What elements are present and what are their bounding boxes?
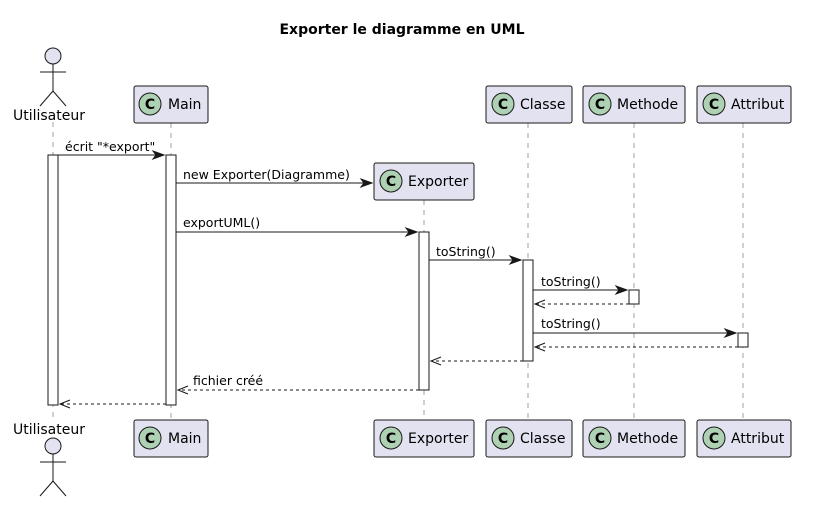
message-label: toString() <box>436 244 496 259</box>
message-label: exportUML() <box>183 215 260 230</box>
participant-methode-top: C Methode <box>582 85 686 124</box>
actor-label: Utilisateur <box>13 422 85 438</box>
message-label: toString() <box>541 274 601 289</box>
class-icon-letter: C <box>595 97 605 113</box>
message-label: new Exporter(Diagramme) <box>183 167 350 182</box>
participant-label: Main <box>168 97 201 113</box>
class-icon-letter: C <box>386 431 396 447</box>
participant-label: Exporter <box>408 431 468 447</box>
class-icon <box>702 426 726 450</box>
participant-classe-bottom: C Classe <box>485 419 573 458</box>
participant-methode-bottom: C Methode <box>582 419 686 458</box>
class-icon-letter: C <box>498 97 508 113</box>
class-icon <box>491 426 515 450</box>
participant-label: Classe <box>520 431 565 447</box>
activation-main <box>165 154 177 406</box>
class-icon <box>138 92 162 116</box>
class-icon <box>588 426 612 450</box>
class-icon-letter: C <box>709 97 719 113</box>
participant-label: Classe <box>520 97 565 113</box>
participant-label: Attribut <box>731 431 785 447</box>
class-icon-letter: C <box>145 97 155 113</box>
message-label: toString() <box>541 316 601 331</box>
participant-label: Main <box>168 431 201 447</box>
message-label: écrit "*export" <box>65 139 155 154</box>
message-methode-return <box>533 299 629 309</box>
message-classe-tostring: toString() <box>429 244 523 266</box>
class-icon <box>379 426 403 450</box>
participant-label: Attribut <box>731 97 785 113</box>
class-icon <box>491 92 515 116</box>
class-icon-letter: C <box>145 431 155 447</box>
participant-classe-top: C Classe <box>485 85 573 124</box>
actor-label: Utilisateur <box>13 108 85 124</box>
participant-label: Methode <box>617 431 678 447</box>
message-fichier-cree: fichier créé <box>176 373 419 395</box>
activation-exporter <box>418 231 430 391</box>
class-icon <box>588 92 612 116</box>
participant-main-top: C Main <box>133 85 209 124</box>
actor-head-icon <box>44 47 62 65</box>
actor-utilisateur-bottom: Utilisateur <box>13 422 85 497</box>
participant-main-bottom: C Main <box>133 419 209 458</box>
activation-utilisateur <box>47 154 59 406</box>
message-attribut-return <box>533 342 738 352</box>
activation-methode <box>628 289 640 305</box>
message-label: fichier créé <box>193 373 263 388</box>
participant-label: Exporter <box>408 174 468 190</box>
activation-classe <box>522 259 534 362</box>
participant-exporter-created: C Exporter <box>373 162 475 201</box>
class-icon <box>379 169 403 193</box>
class-icon <box>138 426 162 450</box>
class-icon-letter: C <box>709 431 719 447</box>
participant-label: Methode <box>617 97 678 113</box>
class-icon <box>702 92 726 116</box>
class-icon-letter: C <box>498 431 508 447</box>
message-main-return <box>58 399 166 409</box>
message-new-exporter: new Exporter(Diagramme) <box>176 167 374 189</box>
actor-head-icon <box>44 437 62 455</box>
actor-utilisateur-top: Utilisateur <box>13 47 85 124</box>
class-icon-letter: C <box>595 431 605 447</box>
message-classe-return <box>429 356 523 366</box>
activation-attribut <box>737 332 749 348</box>
message-attribut-tostring: toString() <box>533 316 738 339</box>
message-methode-tostring: toString() <box>533 274 629 296</box>
message-export-uml: exportUML() <box>176 215 419 238</box>
message-ecrit-export: écrit "*export" <box>58 139 166 161</box>
class-icon-letter: C <box>386 174 396 190</box>
participant-exporter-bottom: C Exporter <box>373 419 475 458</box>
participant-attribut-bottom: C Attribut <box>696 419 792 458</box>
participant-attribut-top: C Attribut <box>696 85 792 124</box>
diagram-title: Exporter le diagramme en UML <box>279 22 524 38</box>
